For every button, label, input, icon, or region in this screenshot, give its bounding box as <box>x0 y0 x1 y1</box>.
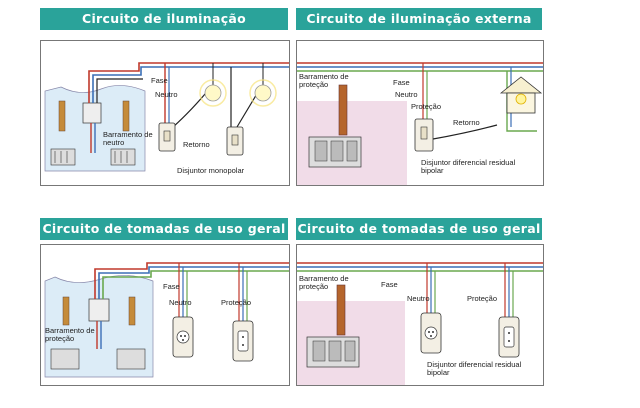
busbar <box>62 296 70 326</box>
breaker <box>82 102 102 124</box>
panel-title: Circuito de tomadas de uso geral <box>296 218 542 240</box>
light-bulb-icon <box>515 93 527 105</box>
label-disjuntor: Disjuntor monopolar <box>177 166 245 175</box>
wire-protecao <box>102 270 289 299</box>
busbar <box>338 84 348 136</box>
label-barramento: Barramento de neutro <box>103 130 153 147</box>
label-neutro: Neutro <box>155 90 178 99</box>
outlet-icon <box>424 326 438 340</box>
label-fase: Fase <box>381 280 398 289</box>
wire-black <box>96 78 143 103</box>
light-bulb-icon <box>254 84 272 102</box>
diagram-frame: Fase Neutro Proteção Barramento de prote… <box>40 244 290 386</box>
breaker-row <box>50 348 80 370</box>
busbar <box>58 100 66 132</box>
outlet-icon <box>503 326 515 348</box>
label-barramento: Barramento de proteção <box>299 72 349 89</box>
label-disjuntor: Disjuntor diferencial residual bipolar <box>421 158 516 175</box>
busbar <box>122 100 130 132</box>
tomadas-diagram <box>297 262 543 385</box>
wire-fase <box>88 62 289 103</box>
label-neutro: Neutro <box>395 90 418 99</box>
label-retorno: Retorno <box>183 140 210 149</box>
diagram-frame: Barramento de proteção Fase Neutro Prote… <box>296 40 544 186</box>
wire-neutro <box>92 66 289 103</box>
panel-title: Circuito de iluminação externa <box>296 8 542 30</box>
iluminacao-diagram <box>44 62 289 172</box>
diagram-frame: Barramento de proteção Fase Neutro Prote… <box>296 244 544 386</box>
busbar <box>336 284 346 336</box>
outlet-icon <box>176 330 190 344</box>
label-protecao: Proteção <box>221 298 252 307</box>
breaker-row <box>116 348 146 370</box>
wire-neutro <box>98 266 289 299</box>
label-fase: Fase <box>151 76 168 85</box>
label-barramento: Barramento de proteção <box>299 274 349 291</box>
panel-title: Circuito de iluminação <box>40 8 288 30</box>
label-retorno: Retorno <box>453 118 480 127</box>
label-neutro: Neutro <box>407 294 430 303</box>
label-disjuntor: Disjuntor diferencial residual bipolar <box>427 360 522 377</box>
label-neutro: Neutro <box>169 298 192 307</box>
outlet-icon <box>237 330 249 352</box>
panel-title: Circuito de tomadas de uso geral <box>40 218 288 240</box>
tomadas-diagram <box>44 262 289 378</box>
busbar <box>128 296 136 326</box>
label-protecao: Proteção <box>467 294 498 303</box>
breaker <box>88 298 110 322</box>
wire-fase <box>94 262 289 299</box>
label-fase: Fase <box>163 282 180 291</box>
light-bulb-icon <box>204 84 222 102</box>
wire-retorno <box>432 124 498 140</box>
iluminacao-externa-diagram <box>297 62 543 185</box>
label-fase: Fase <box>393 78 410 87</box>
breaker-rows <box>50 148 136 166</box>
label-protecao: Proteção <box>411 102 442 111</box>
label-barramento: Barramento de proteção <box>45 326 95 343</box>
diagram-frame: Fase Neutro Barramento de neutro Retorno… <box>40 40 290 186</box>
